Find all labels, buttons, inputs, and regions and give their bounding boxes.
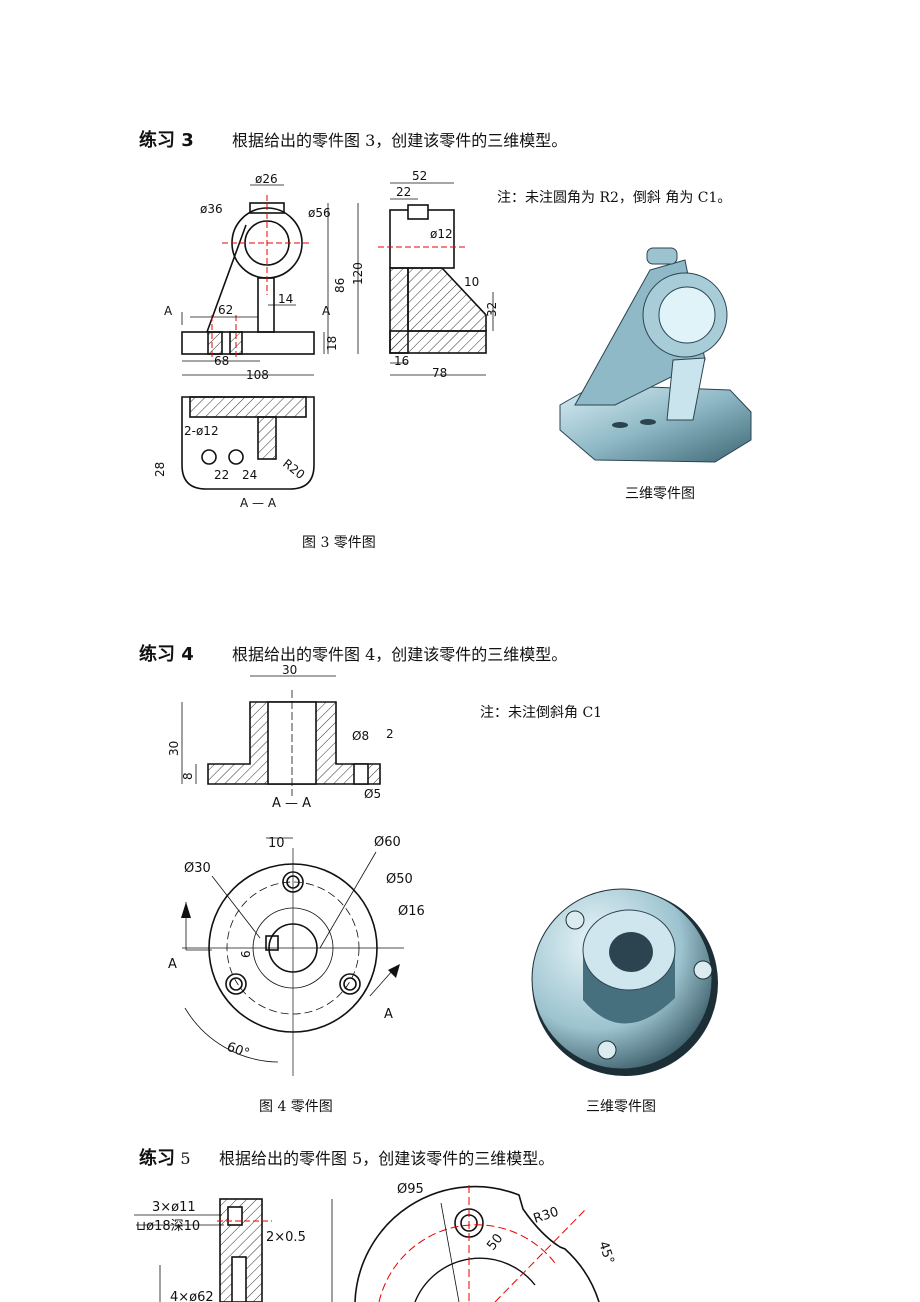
figure-4-section-view: 30 30 8 Ø8 2 Ø5 A — A (167, 663, 394, 811)
dim-d86: 86 (333, 278, 347, 293)
dim-6: 6 (239, 950, 253, 958)
dim-10: 10 (268, 836, 285, 851)
dim-50: 50 (484, 1231, 506, 1253)
dim-d32: 32 (485, 302, 499, 317)
exercise-3-note: 注：未注圆角为 R2，倒斜 角为 C1。 (497, 190, 732, 206)
dim-d108: 108 (246, 368, 269, 382)
exercise-4-instruction: 根据给出的零件图 4，创建该零件的三维模型。 (232, 645, 568, 664)
dim-d16: 16 (394, 354, 409, 368)
dim-d56: ø56 (308, 206, 331, 220)
dim-d24: 24 (242, 468, 257, 482)
dim-d18: 18 (325, 336, 339, 351)
dim-counterbore: ⊔ø18深10 (136, 1219, 200, 1234)
dim-d22: 22 (396, 185, 411, 199)
dim-r20: R20 (280, 456, 307, 482)
figure-3-caption: 图 3 零件图 (302, 535, 376, 551)
figure-5-section-view: 3×ø11 ⊔ø18深10 2×0.5 4×ø62 (134, 1198, 333, 1302)
exercise-5-instruction: 根据给出的零件图 5，创建该零件的三维模型。 (219, 1149, 555, 1168)
exercise-5-number: 5 (180, 1149, 191, 1168)
dim-3x11: 3×ø11 (152, 1200, 196, 1215)
dim-d26: ø26 (255, 172, 278, 186)
dim-chamfer: 2×0.5 (266, 1230, 306, 1245)
dim-4x62: 4×ø62 (170, 1290, 214, 1302)
exercise-4-note: 注：未注倒斜角 C1 (480, 705, 603, 721)
dim-d28: 28 (153, 462, 167, 477)
exercise-3-instruction: 根据给出的零件图 3，创建该零件的三维模型。 (232, 131, 568, 150)
section-mark-a-left: A (164, 304, 173, 318)
dim-d95: Ø95 (397, 1182, 424, 1197)
dim-d68: 68 (214, 354, 229, 368)
dim-r30: R30 (532, 1205, 561, 1227)
exercise-4-label: 练习 4 (139, 644, 194, 665)
section-label-aa: A — A (240, 496, 277, 510)
figure-3-drawing: ø26 ø36 ø56 62 14 68 108 A A 86 120 18 5… (153, 169, 499, 510)
dim-d60: Ø60 (374, 835, 401, 850)
dim-d62: 62 (218, 303, 233, 317)
dim-45-degrees: 45° (595, 1240, 616, 1267)
exercise-4-3d-caption: 三维零件图 (586, 1099, 656, 1115)
dim-d8: Ø8 (352, 729, 369, 743)
dim-2: 2 (386, 727, 394, 741)
dim-d10: 10 (464, 275, 479, 289)
exercise-5-label: 练习 (139, 1148, 175, 1169)
dim-d5: Ø5 (364, 787, 381, 801)
exercise-3-3d-caption: 三维零件图 (625, 486, 695, 502)
dim-d52: 52 (412, 169, 427, 183)
dim-d120: 120 (351, 262, 365, 285)
dim-d78: 78 (432, 366, 447, 380)
section-mark-a-right: A (322, 304, 331, 318)
part-3d-model-4 (531, 888, 718, 1076)
dim-30-width: 30 (282, 663, 297, 677)
figure-4-top-view: 10 Ø60 Ø30 Ø50 Ø16 6 A A 60° (168, 835, 425, 1076)
dim-d50: Ø50 (386, 872, 413, 887)
section-label-aa-4: A — A (272, 796, 311, 811)
figure-4-caption: 图 4 零件图 (259, 1099, 333, 1115)
dim-d16: Ø16 (398, 904, 425, 919)
figure-5-top-view: Ø95 R30 50 45° (354, 1182, 617, 1302)
exercise-3-heading: 练习 3 (139, 126, 194, 152)
dim-30-height: 30 (167, 741, 181, 756)
part-3d-model-3 (559, 247, 752, 463)
exercise-4-heading: 练习 4 (139, 640, 194, 666)
exercise-3-label: 练习 3 (139, 130, 194, 151)
dim-d14: 14 (278, 292, 293, 306)
dim-2x12: 2-ø12 (184, 424, 219, 438)
dim-d22b: 22 (214, 468, 229, 482)
section-mark-a-4-left: A (168, 957, 177, 972)
dim-d36: ø36 (200, 202, 223, 216)
dim-8: 8 (181, 772, 195, 780)
dim-d12: ø12 (430, 227, 453, 241)
dim-60-degrees: 60° (225, 1040, 252, 1062)
dim-d30: Ø30 (184, 861, 211, 876)
exercise-5-heading: 练习 5 (139, 1144, 191, 1170)
section-mark-a-4-right: A (384, 1007, 393, 1022)
